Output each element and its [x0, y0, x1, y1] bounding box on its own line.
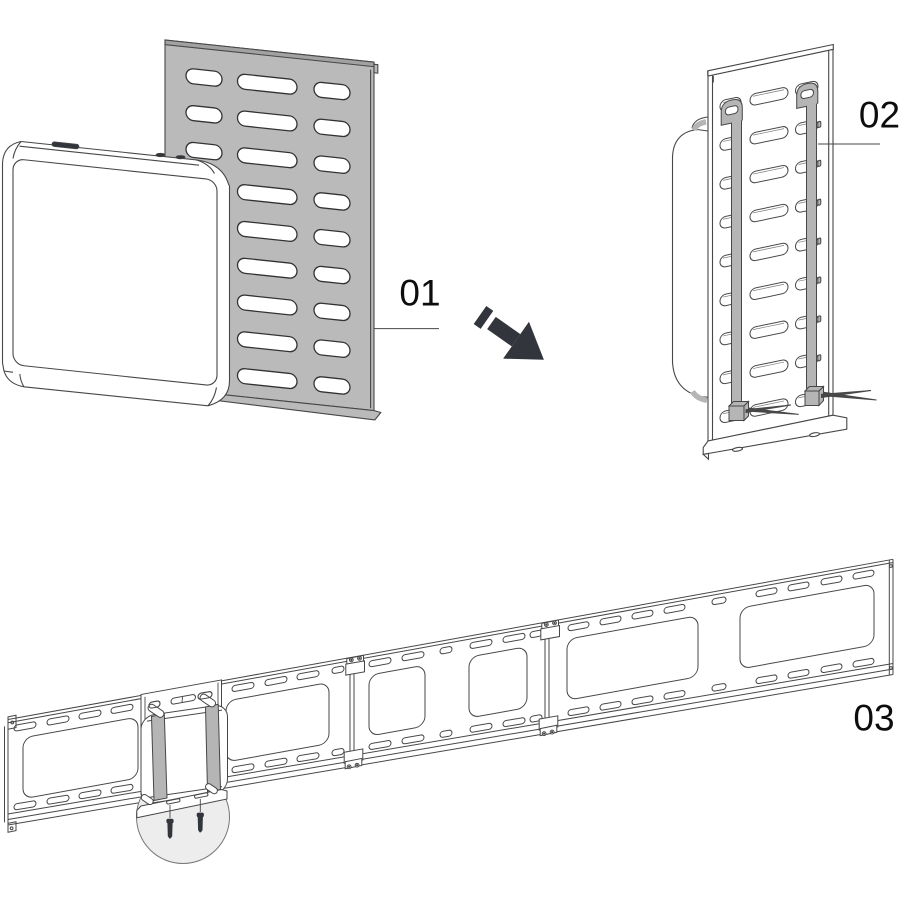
svg-text:02: 02	[859, 95, 900, 136]
svg-text:01: 01	[399, 273, 440, 314]
svg-text:03: 03	[853, 698, 894, 739]
